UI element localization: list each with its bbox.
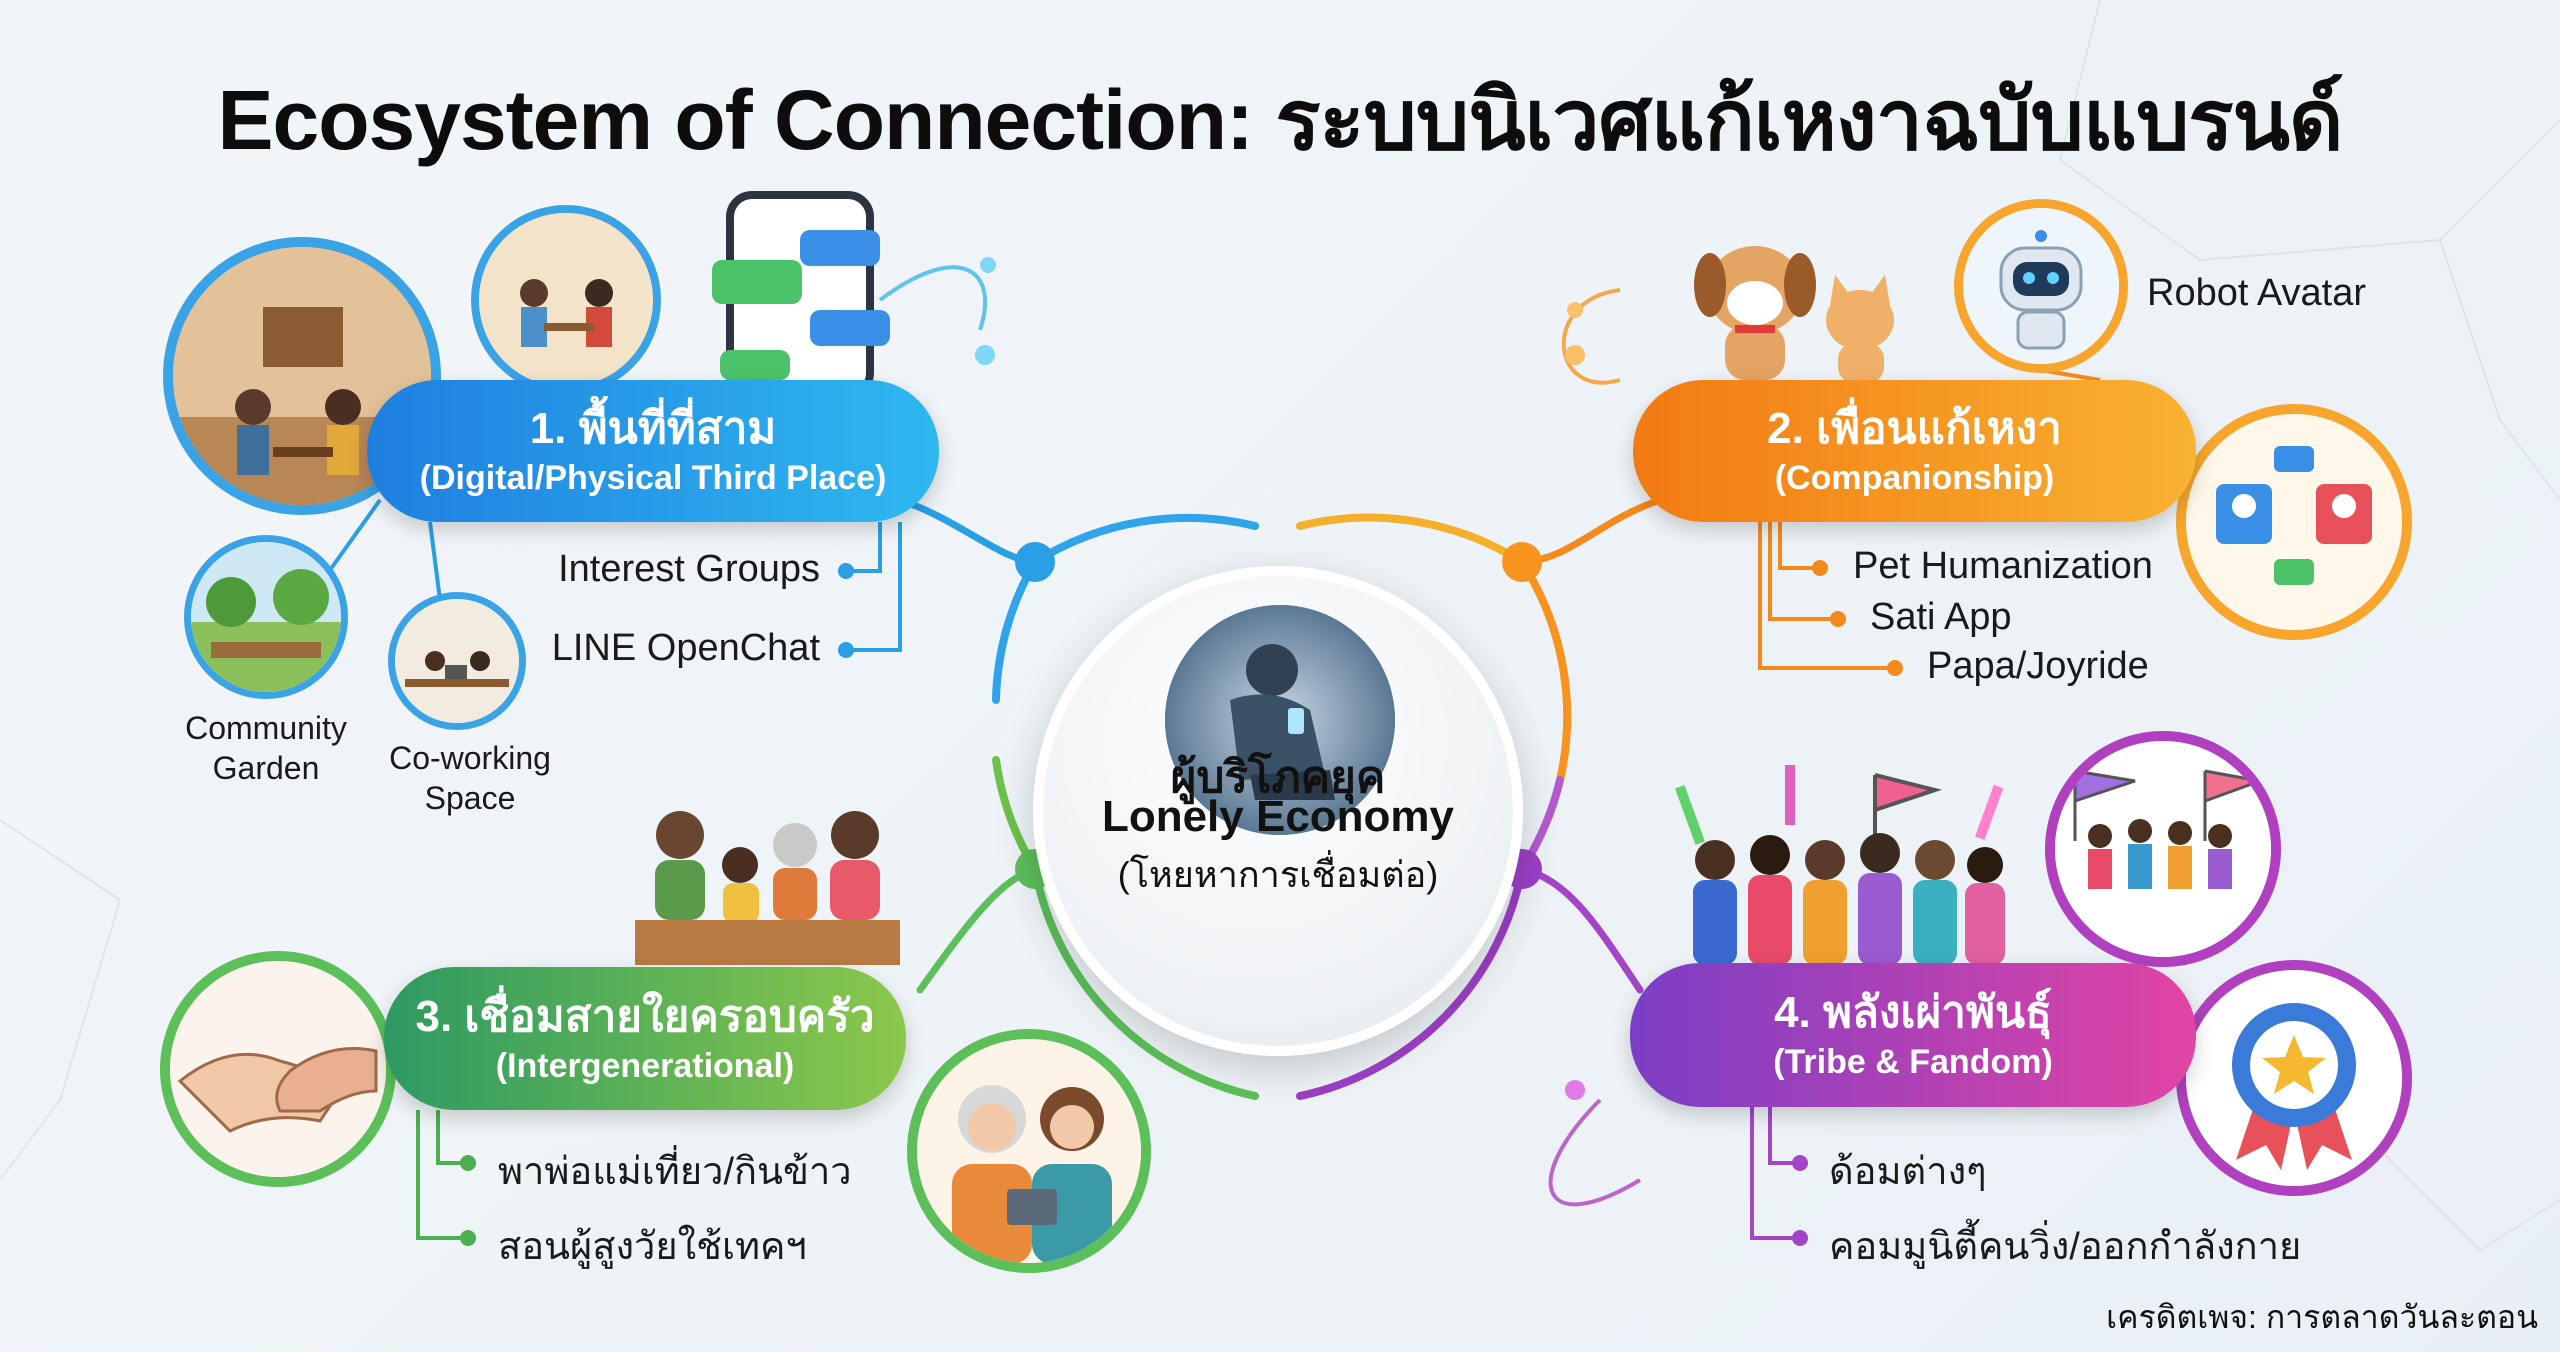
category-title: 3. เชื่อมสายใยครอบครัว <box>415 991 875 1041</box>
lonely-person-illustration <box>1165 605 1395 835</box>
credit-text: เครดิตเพจ: การตลาดวันละตอน <box>2106 1299 2538 1335</box>
category-intergenerational[interactable]: 3. เชื่อมสายใยครอบครัว (Intergenerationa… <box>384 967 906 1110</box>
category-title: 4. พลังเผ่าพันธุ์ <box>1774 988 2052 1037</box>
list-item: LINE OpenChat <box>551 627 820 669</box>
running-community-illustration <box>2045 731 2281 967</box>
holding-hands-illustration <box>160 951 396 1187</box>
list-item: พาพ่อแม่เที่ยว/กินข้าว <box>498 1151 852 1193</box>
list-item: Pet Humanization <box>1853 545 2153 587</box>
pets-illustration <box>1694 246 1894 383</box>
category-subtitle: (Intergenerational) <box>495 1046 795 1085</box>
family-dinner-illustration <box>635 811 900 965</box>
chat-phone-illustration <box>712 191 890 390</box>
community-garden-illustration <box>184 535 348 699</box>
category-subtitle: (Companionship) <box>1774 459 2055 497</box>
list-item: ด้อมต่างๆ <box>1829 1151 1987 1193</box>
connection-icon-illustration <box>2176 404 2412 640</box>
category-title: 1. พื้นที่ที่สาม <box>529 404 777 453</box>
node-dots <box>460 257 1903 1246</box>
co-working-illustration <box>388 592 526 730</box>
caption-co-working-space: Co-working Space <box>389 740 551 816</box>
fandom-crowd-illustration <box>1675 765 2005 965</box>
category-subtitle: (Tribe & Fandom) <box>1773 1043 2053 1081</box>
list-item: Papa/Joyride <box>1927 645 2149 687</box>
list-item: Interest Groups <box>558 548 820 590</box>
restaurant-illustration <box>471 205 661 395</box>
center-title-thai: ผู้บริโภคยุค <box>1170 753 1386 802</box>
center-subtitle: (โหยหาการเชื่อมต่อ) <box>1117 854 1439 895</box>
medal-badge-illustration <box>2176 960 2412 1196</box>
category-third-place[interactable]: 1. พื้นที่ที่สาม (Digital/Physical Third… <box>367 380 939 522</box>
list-item: สอนผู้สูงวัยใช้เทคฯ <box>498 1226 807 1268</box>
caption-community-garden: Community Garden <box>185 710 347 786</box>
caption-robot-avatar: Robot Avatar <box>2147 272 2367 314</box>
category-companionship[interactable]: 2. เพื่อนแก้เหงา (Companionship) <box>1633 380 2196 522</box>
list-item: คอมมูนิตี้คนวิ่ง/ออกกำลังกาย <box>1829 1226 2302 1268</box>
category-title: 2. เพื่อนแก้เหงา <box>1767 404 2062 453</box>
page-title: Ecosystem of Connection: ระบบนิเวศแก้เหง… <box>217 73 2344 167</box>
teaching-elderly-illustration <box>907 1029 1151 1273</box>
list-item: Sati App <box>1870 596 2012 638</box>
category-subtitle: (Digital/Physical Third Place) <box>419 459 887 497</box>
category-tribe-fandom[interactable]: 4. พลังเผ่าพันธุ์ (Tribe & Fandom) <box>1630 963 2196 1107</box>
center-title-english: Lonely Economy <box>1101 792 1455 841</box>
robot-avatar-illustration <box>1954 199 2128 373</box>
